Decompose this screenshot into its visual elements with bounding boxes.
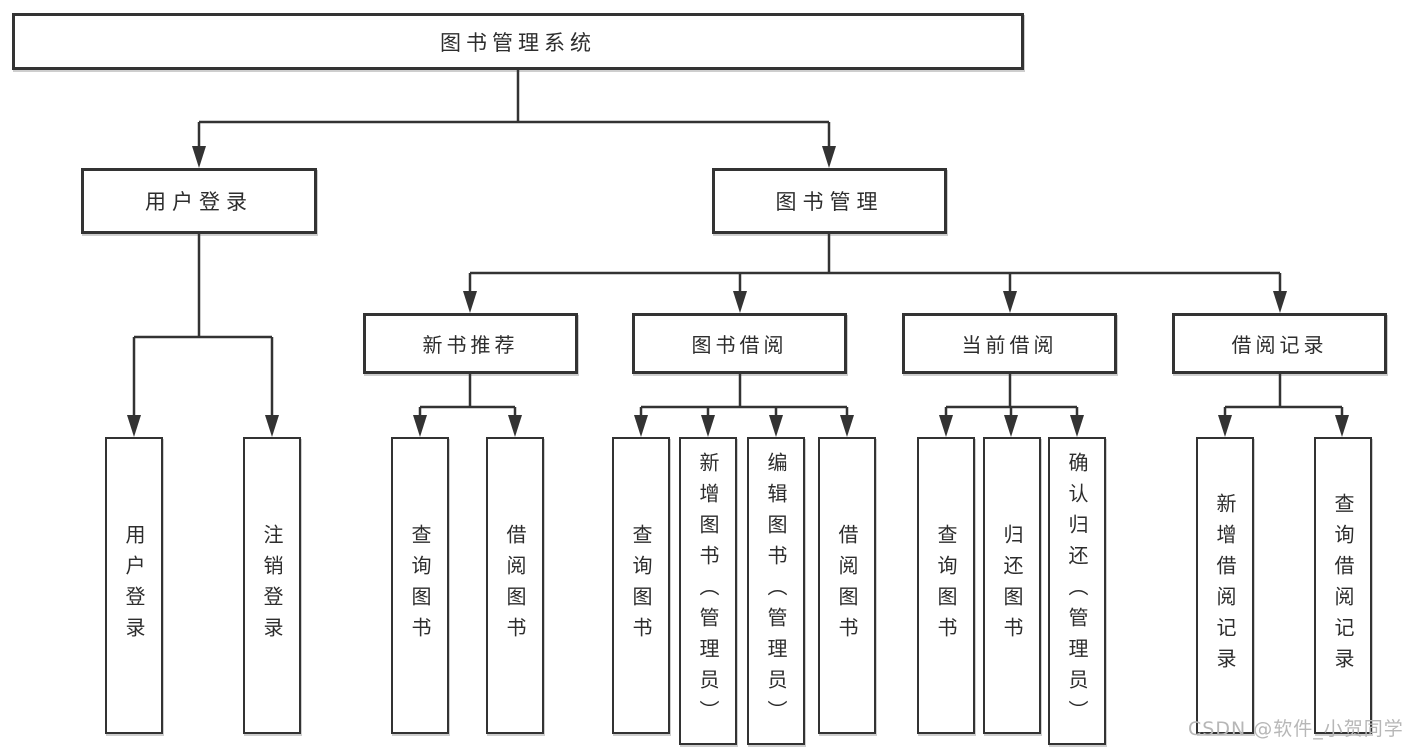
connector-root-to-level2 — [197, 70, 831, 150]
leaf-recommend-query-book: 查询图书 — [391, 437, 449, 734]
leaf-confirm-return-admin-label: 确认归还（管理员） — [1065, 451, 1089, 731]
leaf-recommend-query-book-label: 查询图书 — [408, 523, 432, 648]
connector-current-borrow-to-leaves — [944, 374, 1079, 419]
leaf-return-book-label: 归还图书 — [1000, 523, 1024, 648]
node-root: 图书管理系统 — [12, 13, 1024, 70]
node-current-borrow: 当前借阅 — [902, 313, 1117, 374]
leaf-edit-book-admin-label: 编辑图书（管理员） — [764, 451, 788, 731]
connector-book-management-to-level3 — [468, 234, 1282, 295]
node-current-borrow-label: 当前借阅 — [961, 333, 1058, 357]
node-new-book-recommend-label: 新书推荐 — [422, 333, 519, 357]
node-borrow-record: 借阅记录 — [1172, 313, 1387, 374]
leaf-borrow-query-book: 查询图书 — [612, 437, 670, 734]
leaf-confirm-return-admin: 确认归还（管理员） — [1048, 437, 1106, 745]
node-book-borrow: 图书借阅 — [632, 313, 847, 374]
leaf-borrow-book: 借阅图书 — [818, 437, 876, 734]
leaf-recommend-borrow-book-label: 借阅图书 — [503, 523, 527, 648]
leaf-borrow-book-label: 借阅图书 — [835, 523, 859, 648]
connector-book-borrow-to-leaves — [639, 374, 849, 419]
node-book-management: 图书管理 — [712, 168, 947, 234]
node-root-label: 图书管理系统 — [440, 30, 596, 55]
node-borrow-record-label: 借阅记录 — [1231, 333, 1328, 357]
watermark: CSDN @软件_小贺同学 — [1188, 718, 1404, 740]
node-new-book-recommend: 新书推荐 — [363, 313, 578, 374]
connector-user-login-to-leaves — [132, 234, 274, 419]
leaf-logout-label: 注销登录 — [260, 523, 284, 648]
leaf-edit-book-admin: 编辑图书（管理员） — [747, 437, 805, 745]
leaf-add-borrow-record-label: 新增借阅记录 — [1213, 492, 1237, 679]
connector-borrow-record-to-leaves — [1223, 374, 1344, 419]
leaf-borrow-query-book-label: 查询图书 — [629, 523, 653, 648]
connector-new-book-recommend-to-leaves — [418, 374, 517, 419]
leaf-user-login: 用户登录 — [105, 437, 163, 734]
node-user-login: 用户登录 — [81, 168, 317, 234]
leaf-query-borrow-record: 查询借阅记录 — [1314, 437, 1372, 734]
leaf-recommend-borrow-book: 借阅图书 — [486, 437, 544, 734]
leaf-current-query-book: 查询图书 — [917, 437, 975, 734]
leaf-user-login-label: 用户登录 — [122, 523, 146, 648]
node-book-management-label: 图书管理 — [775, 190, 884, 214]
leaf-add-book-admin-label: 新增图书（管理员） — [696, 451, 720, 731]
leaf-add-borrow-record: 新增借阅记录 — [1196, 437, 1254, 734]
leaf-current-query-book-label: 查询图书 — [934, 523, 958, 648]
node-user-login-label: 用户登录 — [145, 190, 253, 214]
node-book-borrow-label: 图书借阅 — [691, 333, 788, 357]
leaf-return-book: 归还图书 — [983, 437, 1041, 734]
leaf-add-book-admin: 新增图书（管理员） — [679, 437, 737, 745]
leaf-query-borrow-record-label: 查询借阅记录 — [1331, 492, 1355, 679]
leaf-logout: 注销登录 — [243, 437, 301, 734]
